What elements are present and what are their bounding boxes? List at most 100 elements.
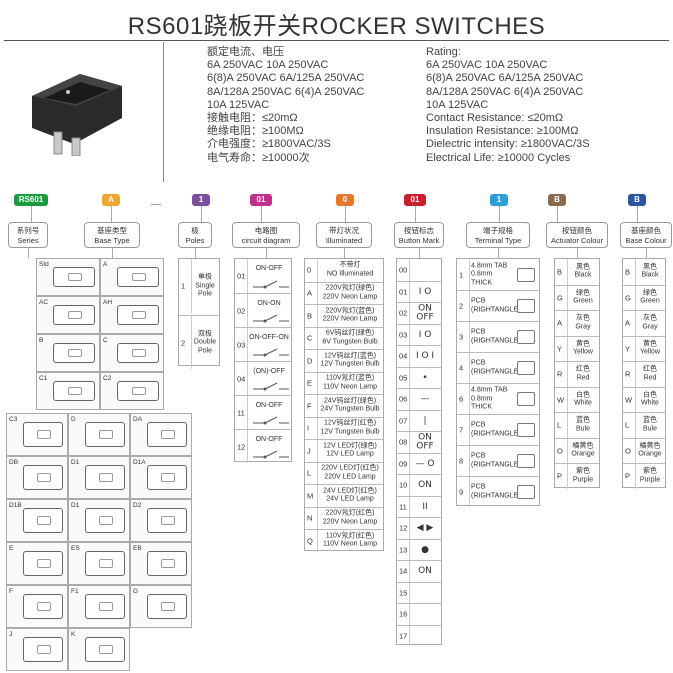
base-type-option[interactable]: D1: [68, 456, 130, 499]
base-type-option[interactable]: G: [130, 585, 192, 628]
base-type-option[interactable]: DB: [6, 456, 68, 499]
base-type-option[interactable]: A: [100, 258, 164, 296]
base-type-option[interactable]: B: [36, 334, 100, 372]
base-type-option[interactable]: K: [68, 628, 130, 671]
base-type-option[interactable]: C: [100, 334, 164, 372]
base-type-drawing: [53, 305, 95, 325]
label-en: 24V LED Lamp: [326, 495, 374, 503]
base-type-option[interactable]: ES: [68, 542, 130, 585]
option-row[interactable]: 16: [397, 603, 441, 625]
option-row[interactable]: 17: [397, 624, 441, 646]
option-code: L: [307, 468, 312, 478]
option-row[interactable]: 09— O: [397, 452, 441, 474]
base-type-option[interactable]: D: [68, 413, 130, 456]
option-row[interactable]: 06—: [397, 388, 441, 410]
base-type-option[interactable]: E: [6, 542, 68, 585]
base-type-option[interactable]: F1: [68, 585, 130, 628]
label-cn: 紫色: [576, 467, 590, 475]
option-code: W: [557, 395, 565, 405]
base-type-code: C2: [103, 375, 112, 382]
base-type-option[interactable]: AC: [36, 296, 100, 334]
base-type-option[interactable]: D1B: [6, 499, 68, 542]
connector-line: [498, 248, 499, 258]
base-type-option[interactable]: EB: [130, 542, 192, 585]
base-type-option[interactable]: C1: [36, 372, 100, 410]
terminal-label: PCB(RIGHTANGLE): [471, 484, 521, 501]
base-type-option[interactable]: C3: [6, 413, 68, 456]
spec-line: 6A 250VAC 10A 250VAC: [426, 59, 548, 72]
option-row[interactable]: 00: [397, 259, 441, 281]
column-divider: [317, 462, 318, 484]
base-type-option[interactable]: D2: [130, 499, 192, 542]
base-type-option[interactable]: AH: [100, 296, 164, 334]
option-row[interactable]: 05•: [397, 366, 441, 388]
base-type-option[interactable]: J: [6, 628, 68, 671]
base-type-option[interactable]: D1: [68, 499, 130, 542]
option-row[interactable]: 12◀ ▶: [397, 517, 441, 539]
base-type-option[interactable]: Std: [36, 258, 100, 296]
base-type-option[interactable]: F: [6, 585, 68, 628]
base-type-option[interactable]: D1A: [130, 456, 192, 499]
option-row[interactable]: 07|: [397, 409, 441, 431]
option-row[interactable]: 04(ON)-OFF: [235, 361, 291, 395]
base-type-option[interactable]: DA: [130, 413, 192, 456]
base-type-option[interactable]: C2: [100, 372, 164, 410]
option-row[interactable]: 15: [397, 581, 441, 603]
option-row[interactable]: 13●: [397, 538, 441, 560]
